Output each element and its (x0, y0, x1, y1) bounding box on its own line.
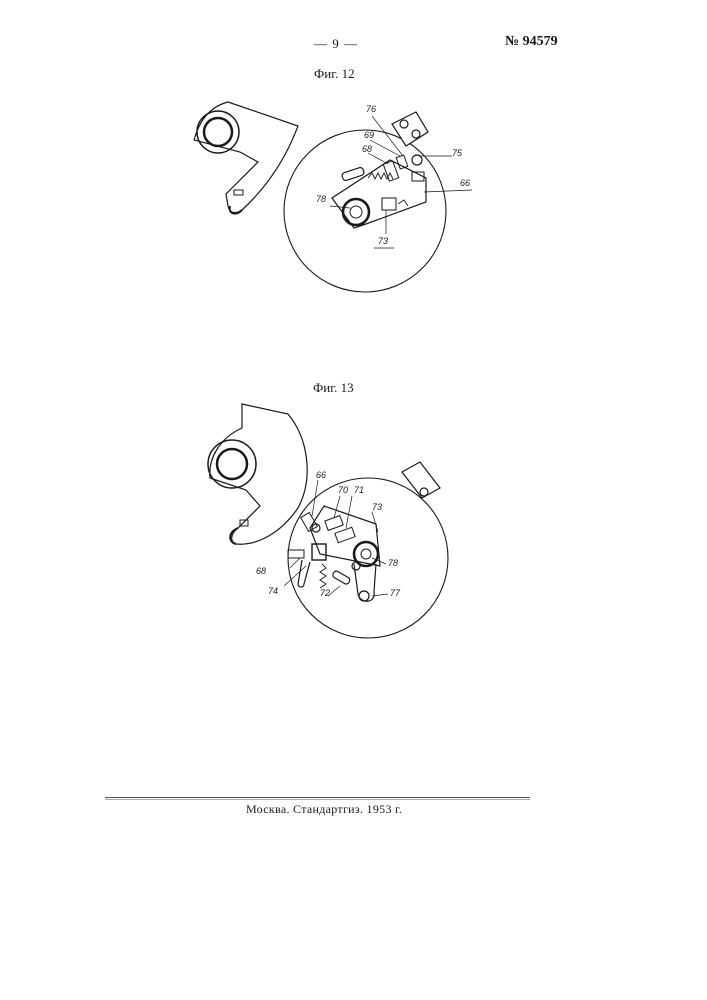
pivot-inner (350, 206, 362, 218)
footer-rule (105, 797, 530, 798)
clamp-block (392, 112, 428, 146)
imprint: Москва. Стандартгиз. 1953 г. (246, 802, 402, 817)
label-74: 74 (268, 586, 278, 596)
pivot-inner (361, 549, 371, 559)
patent-number: № 94579 (505, 34, 558, 50)
pin-78 (352, 562, 360, 570)
lever-plate (332, 160, 426, 228)
label-68: 68 (256, 566, 266, 576)
part-73 (382, 198, 396, 210)
label-70: 70 (338, 485, 348, 495)
pivot-outer (343, 199, 369, 225)
label-71: 71 (354, 485, 364, 495)
pawl-74 (298, 560, 310, 587)
label-68: 68 (362, 144, 372, 154)
figure-13-caption: Фиг. 13 (313, 380, 354, 396)
label-77: 77 (390, 588, 401, 598)
disk (284, 130, 446, 292)
part-69 (396, 155, 408, 169)
cam-sector (194, 102, 298, 213)
figure-12-caption: Фиг. 12 (314, 66, 355, 82)
cam-sector (210, 404, 307, 544)
part-68 (288, 550, 304, 558)
bolt (312, 524, 320, 532)
label-75: 75 (452, 148, 463, 158)
cam-hub-inner (204, 118, 232, 146)
spring (368, 173, 393, 179)
label-69: 69 (364, 130, 374, 140)
pin-72 (332, 570, 351, 585)
clamp-block (402, 462, 440, 498)
label-78: 78 (388, 558, 398, 568)
label-73: 73 (372, 502, 382, 512)
footer-rule-secondary (105, 799, 530, 800)
spring (320, 564, 326, 588)
label-66: 66 (316, 470, 326, 480)
label-76: 76 (366, 104, 376, 114)
cam-screw (234, 190, 243, 195)
label-78: 78 (316, 194, 326, 204)
label-66: 66 (460, 178, 470, 188)
page-number: — 9 — (314, 36, 358, 52)
notch (398, 200, 408, 206)
part-75 (412, 155, 422, 165)
cam-hub-outer (208, 440, 256, 488)
pin-77 (359, 591, 369, 601)
figure-13-drawing: 66 70 71 73 68 78 74 72 77 (200, 398, 460, 638)
part-66 (301, 513, 318, 532)
cam-hub-inner (217, 449, 247, 479)
part-71 (335, 527, 355, 543)
label-73: 73 (378, 236, 388, 246)
figure-12-drawing: 76 69 68 75 66 78 73 (190, 98, 470, 298)
label-72: 72 (320, 588, 330, 598)
